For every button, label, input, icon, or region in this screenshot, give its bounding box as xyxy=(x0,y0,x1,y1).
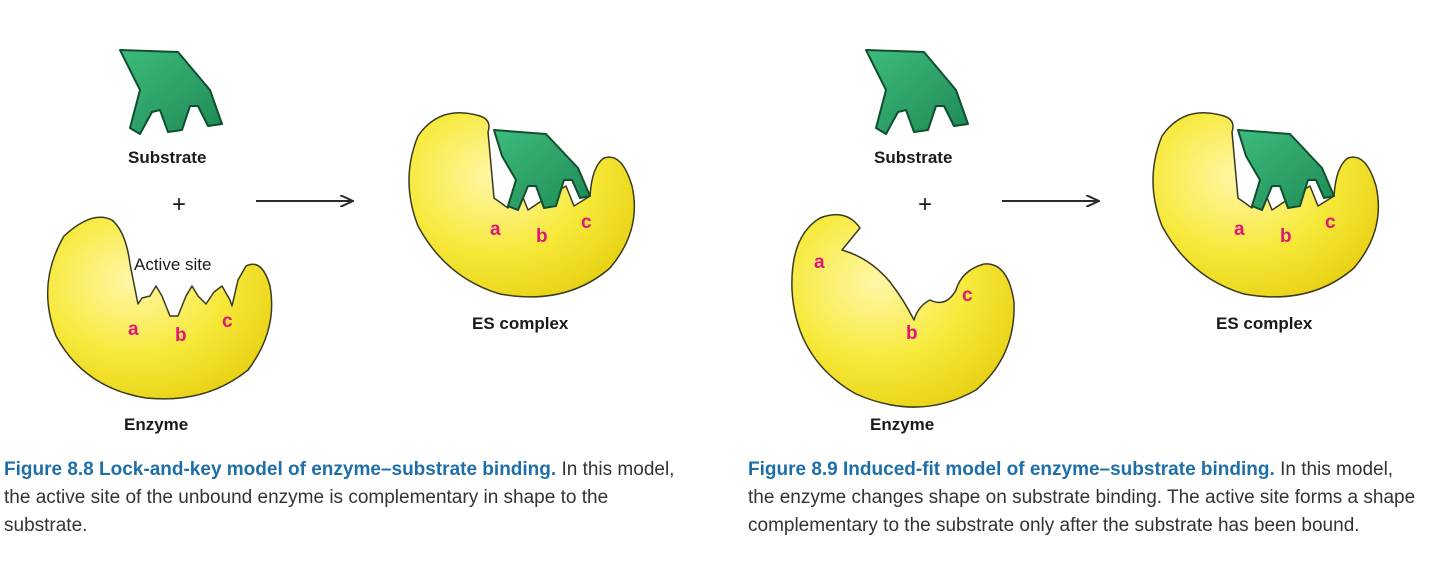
site-c: c xyxy=(222,311,233,332)
es-complex-substrate-shape xyxy=(493,129,591,211)
enzyme-shape xyxy=(791,213,1015,408)
es-complex-substrate-shape xyxy=(1237,129,1335,211)
figure-8-8: Substrate + Active site a b c Enzyme a b… xyxy=(46,49,636,434)
caption-body: In this model, the enzyme changes shape … xyxy=(748,459,1416,536)
site-a: a xyxy=(128,319,139,340)
es-complex-label: ES complex xyxy=(1216,314,1313,333)
complex-site-b: b xyxy=(1280,226,1292,247)
caption-figure-8-8: Figure 8.8 Lock-and-key model of enzyme–… xyxy=(4,456,694,540)
figure-8-9: Substrate + a b c Enzyme a b c ES comple… xyxy=(791,49,1380,434)
caption-figure-8-9: Figure 8.9 Induced-fit model of enzyme–s… xyxy=(748,456,1424,540)
substrate-label: Substrate xyxy=(874,148,952,167)
site-b: b xyxy=(175,325,187,346)
es-complex-enzyme-shape xyxy=(408,112,636,298)
caption-title: Figure 8.8 Lock-and-key model of enzyme–… xyxy=(4,459,557,480)
caption-title: Figure 8.9 Induced-fit model of enzyme–s… xyxy=(748,459,1275,480)
complex-site-b: b xyxy=(536,226,548,247)
es-complex-enzyme-shape xyxy=(1152,112,1380,298)
substrate-shape xyxy=(865,49,969,135)
complex-site-c: c xyxy=(1325,212,1336,233)
site-c: c xyxy=(962,285,973,306)
complex-site-c: c xyxy=(581,212,592,233)
site-a: a xyxy=(814,252,825,273)
active-site-label: Active site xyxy=(134,255,211,274)
enzyme-label: Enzyme xyxy=(870,415,934,434)
es-complex-label: ES complex xyxy=(472,314,569,333)
site-b: b xyxy=(906,323,918,344)
complex-site-a: a xyxy=(490,219,501,240)
enzyme-label: Enzyme xyxy=(124,415,188,434)
plus-sign: + xyxy=(918,191,932,218)
enzyme-shape xyxy=(46,216,273,400)
substrate-label: Substrate xyxy=(128,148,206,167)
caption-body: In this model, the active site of the un… xyxy=(4,459,675,536)
complex-site-a: a xyxy=(1234,219,1245,240)
plus-sign: + xyxy=(172,191,186,218)
substrate-shape xyxy=(119,49,223,135)
